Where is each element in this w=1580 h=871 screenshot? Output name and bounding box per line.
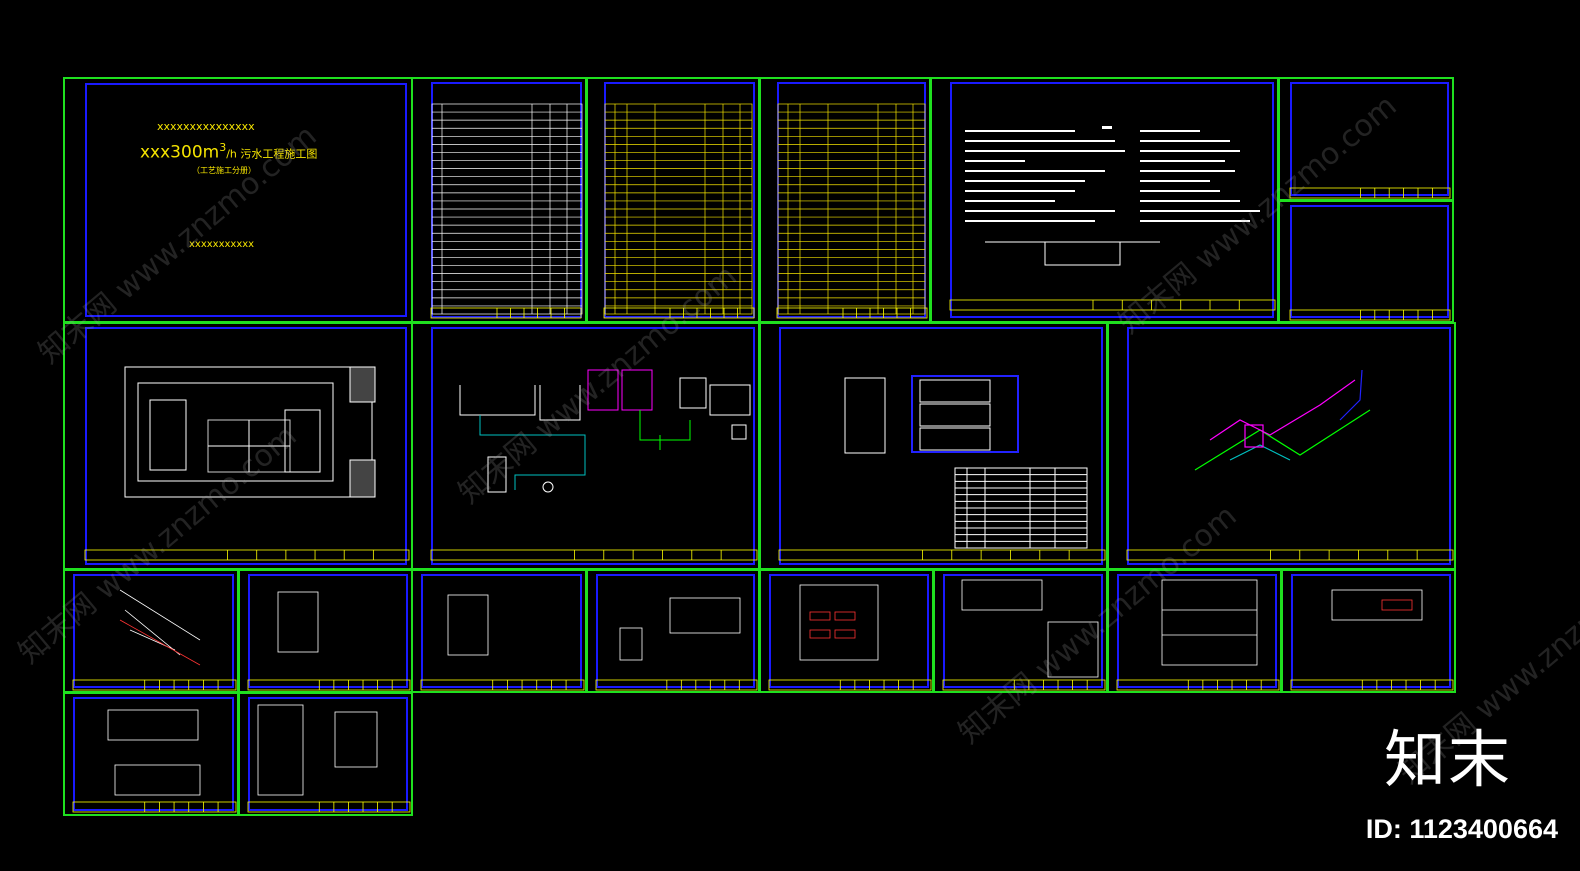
cover-title: xxx300m3/h 污水工程施工图 [140, 141, 317, 163]
frame [943, 574, 1103, 688]
cover-date: xxxxxxxxxxx [189, 239, 255, 250]
design-notes-lines [965, 126, 1260, 266]
cover-frame [85, 83, 407, 317]
process-flow-drawing [459, 369, 751, 493]
frame [769, 574, 929, 688]
cover-subtitle: （工艺施工分册） [192, 166, 256, 175]
sheet-detail-c[interactable] [238, 692, 413, 816]
title-blocks [72, 187, 1454, 813]
cover-title-prefix: xxx300m [140, 142, 220, 163]
isometric-pipe-drawing [1194, 369, 1371, 471]
frame [596, 574, 755, 688]
equipment-table-2 [777, 103, 926, 315]
cover-company: xxxxxxxxxxxxxxx [157, 120, 255, 133]
frame [248, 697, 408, 811]
sheet-section-3[interactable] [1281, 569, 1456, 693]
frame [779, 327, 1103, 565]
frame [950, 82, 1274, 318]
equipment-table-1 [604, 103, 753, 315]
frame [1290, 82, 1449, 196]
equipment-room-drawing [844, 375, 1088, 549]
frame [1117, 574, 1277, 688]
frame [73, 697, 234, 811]
frame [1127, 327, 1451, 565]
asset-id: ID: 1123400664 [1365, 814, 1558, 844]
brand-logo: 知末 [1383, 723, 1512, 796]
frame [73, 574, 234, 688]
cover-title-sup: 3 [219, 141, 227, 154]
frame [85, 327, 407, 565]
index-table [431, 103, 583, 315]
frame [421, 574, 582, 688]
frame [431, 327, 755, 565]
small-sheet-drawings [107, 579, 1423, 796]
frame [1290, 205, 1449, 318]
cover-title-suffix: /h 污水工程施工图 [226, 147, 318, 161]
frame [248, 574, 408, 688]
frame [1291, 574, 1451, 688]
site-plan-drawing [124, 366, 376, 498]
